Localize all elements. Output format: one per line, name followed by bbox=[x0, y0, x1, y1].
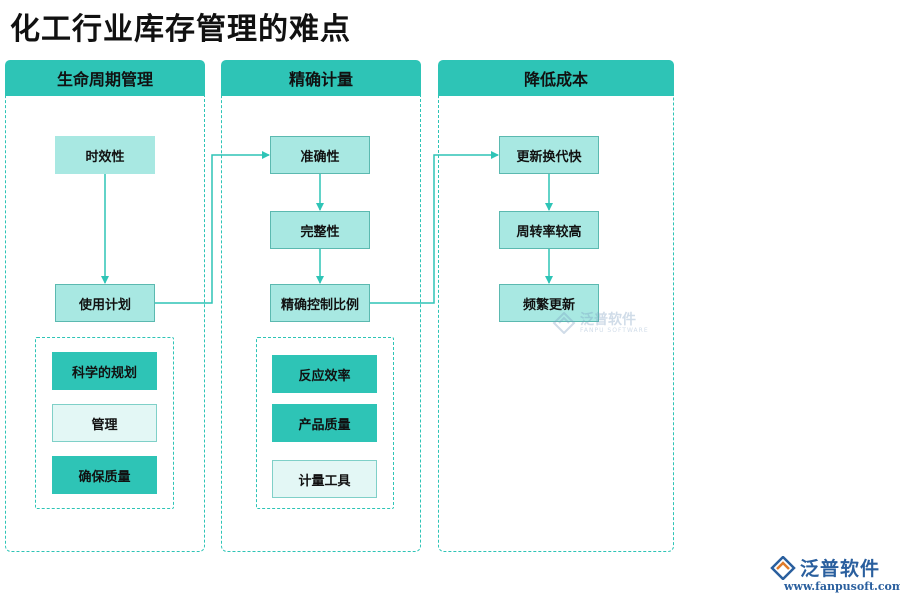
node-ensure-quality: 确保质量 bbox=[52, 456, 157, 494]
page-title: 化工行业库存管理的难点 bbox=[10, 12, 351, 47]
node-precise-ratio-control: 精确控制比例 bbox=[270, 284, 370, 322]
node-accuracy: 准确性 bbox=[270, 136, 370, 174]
subgroup-precise-metering bbox=[256, 337, 394, 509]
brand-name: 泛普软件 bbox=[800, 558, 881, 580]
brand-logo: 泛普软件 bbox=[770, 554, 880, 581]
node-completeness: 完整性 bbox=[270, 211, 370, 249]
node-management: 管理 bbox=[52, 404, 157, 442]
node-reaction-efficiency: 反应效率 bbox=[272, 355, 377, 393]
node-fast-replacement: 更新换代快 bbox=[499, 136, 599, 174]
column-header-precise-metering: 精确计量 bbox=[221, 60, 421, 96]
node-usage-plan: 使用计划 bbox=[55, 284, 155, 322]
subgroup-lifecycle bbox=[35, 337, 174, 509]
node-timeliness: 时效性 bbox=[55, 136, 155, 174]
column-lifecycle: 生命周期管理 bbox=[5, 60, 205, 552]
brand-url: www.fanpusoft.com bbox=[784, 580, 900, 593]
node-high-turnover: 周转率较高 bbox=[499, 211, 599, 249]
node-frequent-updates: 频繁更新 bbox=[499, 284, 599, 322]
column-precise-metering: 精确计量 bbox=[221, 60, 421, 552]
watermark-name: 泛普软件 bbox=[580, 311, 636, 328]
brand-logo-icon bbox=[770, 555, 796, 580]
node-scientific-planning: 科学的规划 bbox=[52, 352, 157, 390]
column-cost-reduction: 降低成本 bbox=[438, 60, 674, 552]
watermark-sub: FANPU SOFTWARE bbox=[580, 326, 649, 334]
watermark: 泛普软件 FANPU SOFTWARE bbox=[552, 312, 649, 334]
column-header-lifecycle: 生命周期管理 bbox=[5, 60, 205, 96]
node-metering-tools: 计量工具 bbox=[272, 460, 377, 498]
column-header-cost-reduction: 降低成本 bbox=[438, 60, 674, 96]
watermark-logo-icon bbox=[552, 312, 576, 334]
node-product-quality: 产品质量 bbox=[272, 404, 377, 442]
